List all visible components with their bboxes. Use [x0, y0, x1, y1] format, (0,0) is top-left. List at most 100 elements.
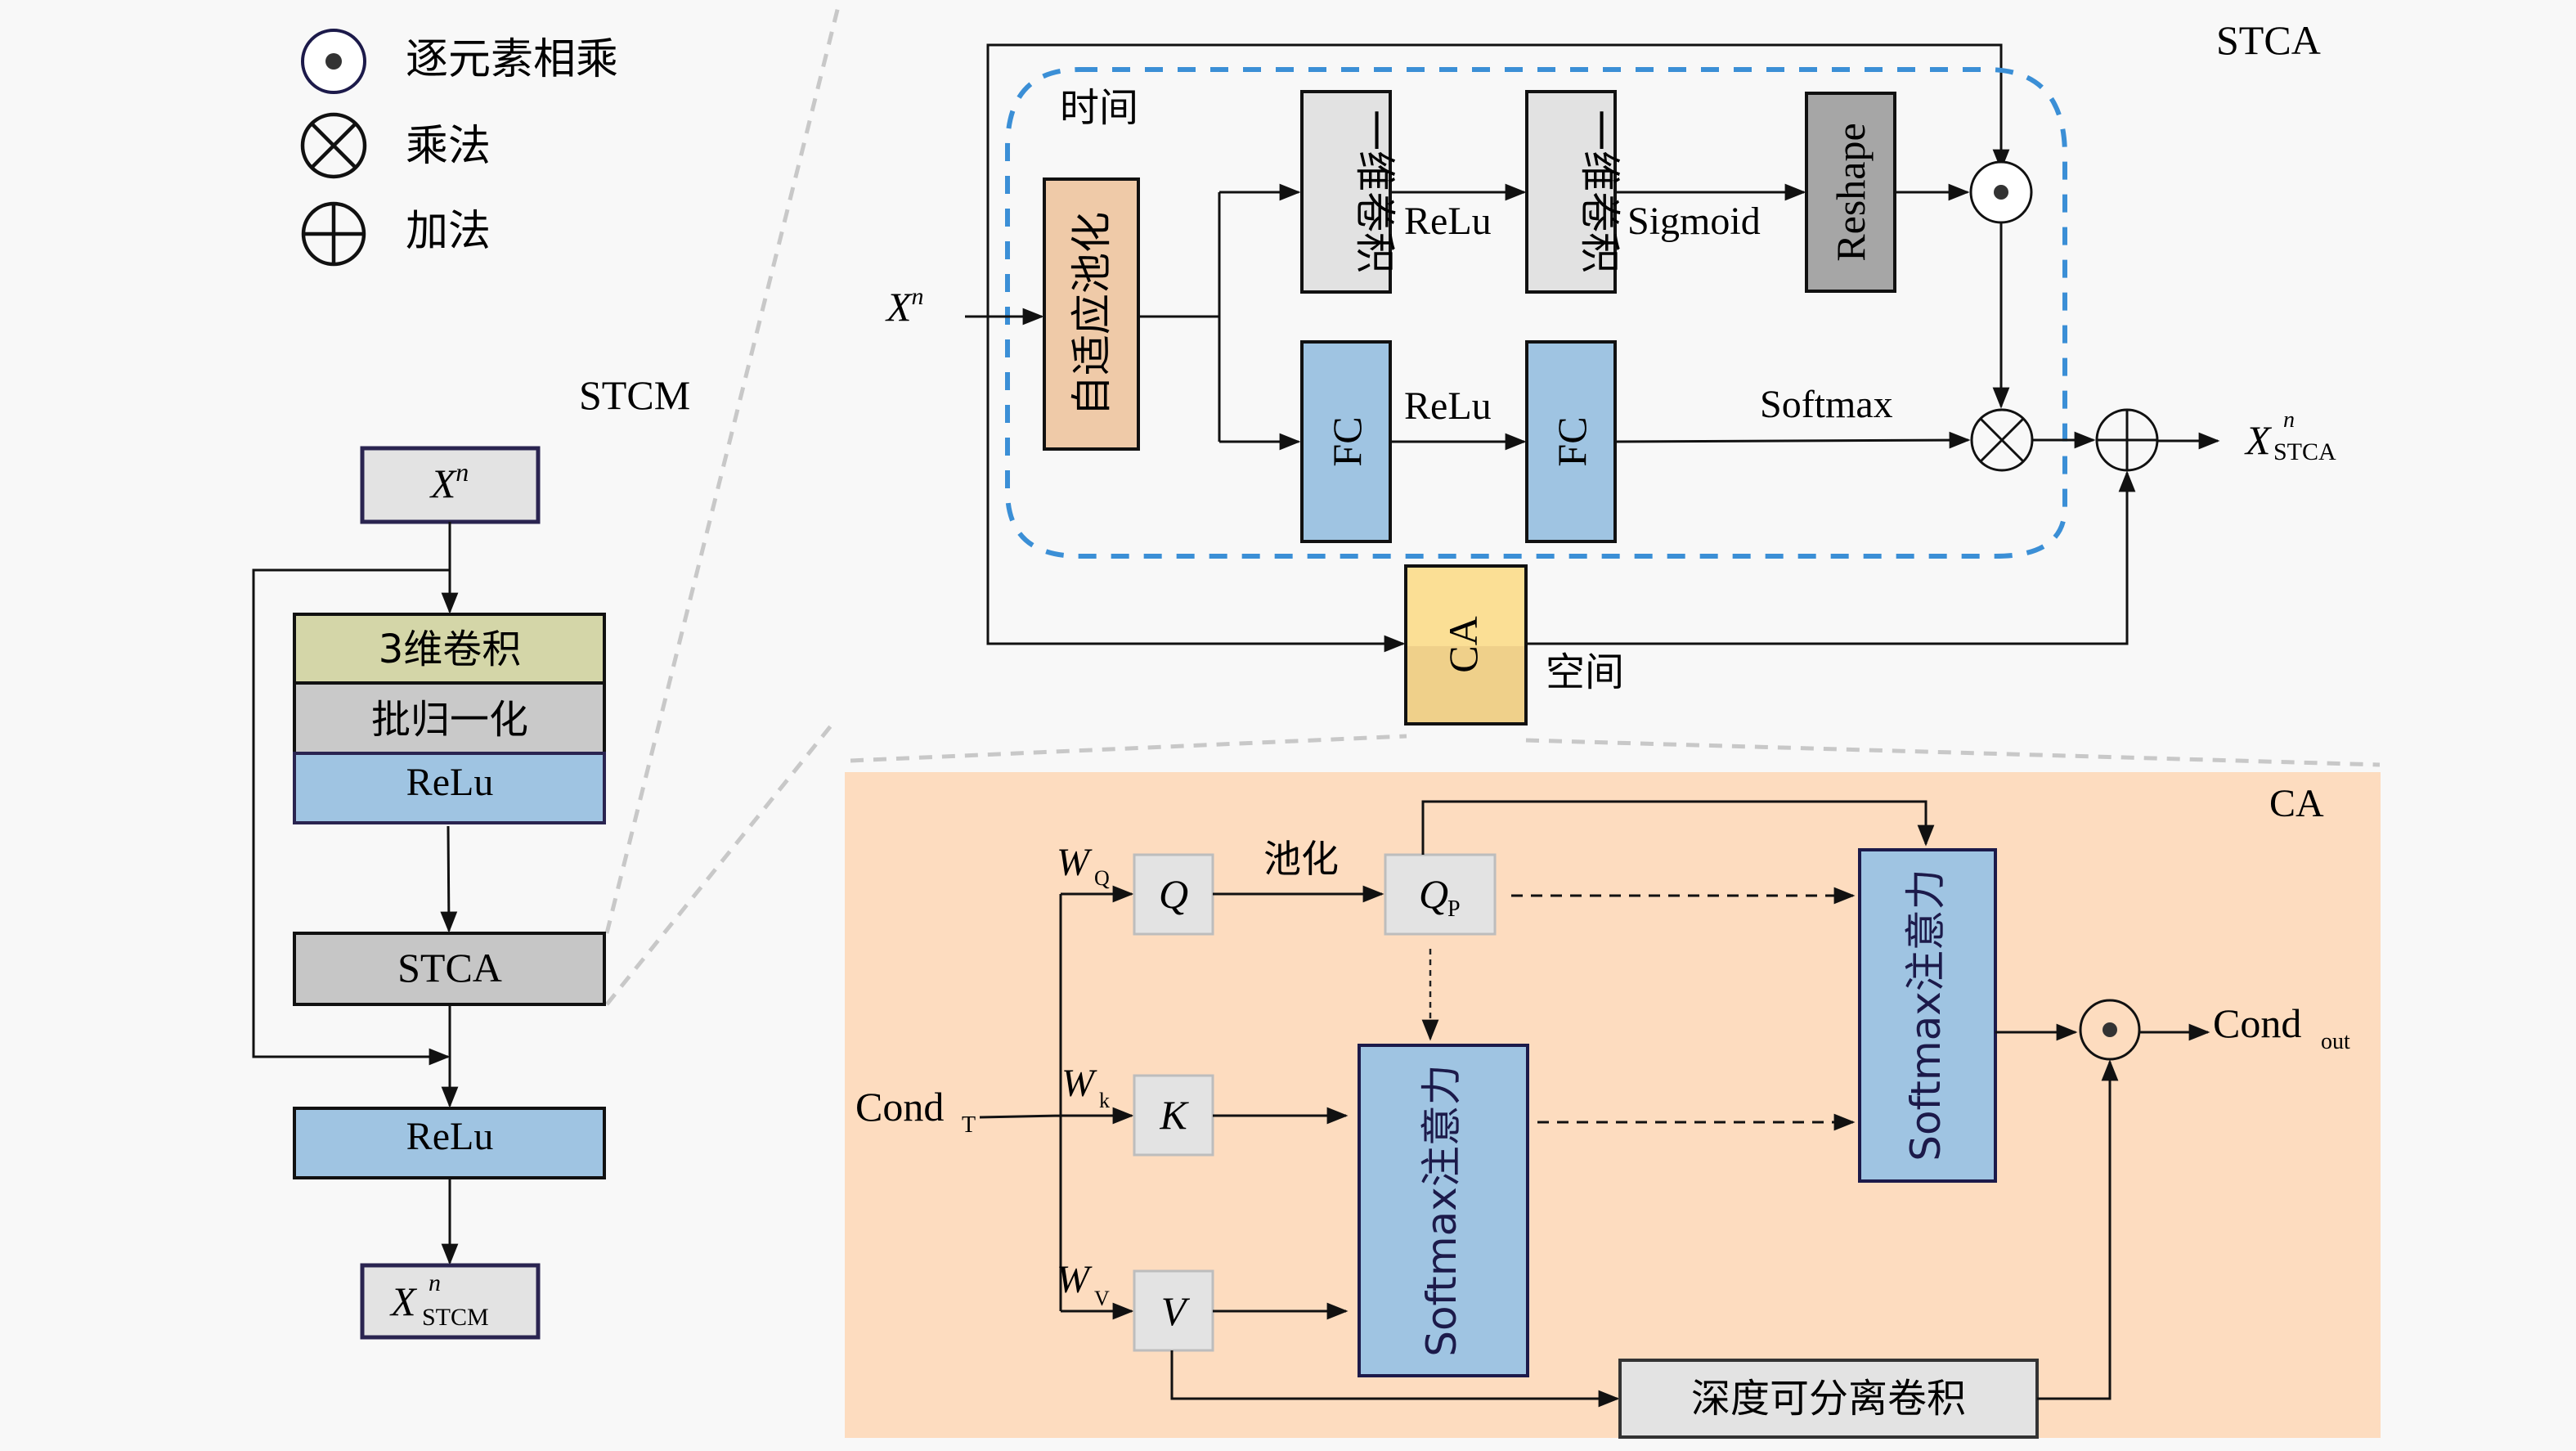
spatial-label: 空间 [1546, 649, 1624, 695]
stca-module: STCA 时间 Xn 自适应池化 一维卷积 ReLu 一维卷积 [885, 17, 2336, 726]
pool-label: 池化 [1263, 837, 1339, 881]
legend-label-otimes: 乘法 [406, 122, 491, 171]
zoom-line-upper [604, 6, 841, 934]
relu-label: ReLu [406, 761, 494, 804]
arrow-fc2-to-otimes [1614, 431, 1971, 449]
arrow-dwconv-to-odot [2037, 1059, 2119, 1400]
ca-module: CA Cond T W Q W k W V Q K [845, 772, 2381, 1439]
relu-top-label: ReLu [1404, 200, 1492, 243]
ca-input-sub: T [962, 1112, 976, 1138]
q-label: Q [1159, 871, 1188, 917]
zoom-line-horizontal [850, 734, 2381, 767]
stca-title: STCA [2216, 17, 2321, 63]
stcm-relu-box[interactable]: ReLu [293, 1107, 606, 1179]
stcm-residual-path [252, 568, 451, 1066]
ca-input-base: Cond [855, 1084, 944, 1130]
softmax-label: Softmax [1760, 383, 1893, 426]
stcm-output-box[interactable]: X n STCM [360, 1263, 541, 1340]
ca-output-label: Cond out [2213, 1000, 2350, 1054]
pool-branch-lines [1138, 192, 1221, 442]
stca-output-label: X n STCA [2244, 407, 2336, 465]
stcm-module: STCM Xn 3维卷积 批归一化 ReLu STCA ReLu [252, 372, 690, 1340]
odot-icon [301, 29, 366, 94]
stca-path-to-ca [986, 317, 1406, 653]
fc-box-2[interactable]: FC [1525, 340, 1617, 543]
k-box[interactable]: K [1133, 1074, 1214, 1157]
conv3d-label: 3维卷积 [379, 627, 522, 672]
oplus-icon [301, 201, 366, 267]
svg-text:V: V [1094, 1287, 1110, 1310]
otimes-icon [300, 112, 367, 179]
wq-label: W Q [1057, 841, 1110, 890]
svg-text:k: k [1099, 1089, 1110, 1112]
fc-label-2: FC [1549, 416, 1595, 466]
ca-box[interactable]: CA [1404, 564, 1528, 726]
svg-text:Xn: Xn [429, 457, 469, 506]
ca-panel-background [845, 772, 2381, 1438]
stcm-input-base: X [429, 460, 458, 506]
sigmoid-label: Sigmoid [1627, 200, 1761, 243]
conv1d-box-1[interactable]: 一维卷积 [1300, 90, 1398, 294]
batchnorm-label: 批归一化 [371, 697, 528, 743]
arrow-v-to-dwconv [1170, 1350, 1620, 1408]
adaptive-pool-label: 自适应池化 [1068, 212, 1115, 416]
q-box[interactable]: Q [1133, 853, 1214, 936]
conv3d-layer [293, 613, 606, 685]
conv1d-box-2[interactable]: 一维卷积 [1525, 90, 1623, 294]
qp-sub: P [1447, 896, 1461, 922]
legend-item-otimes: 乘法 [300, 112, 491, 179]
wv-label: W V [1057, 1258, 1110, 1310]
arrow-ca-to-oplus [1526, 470, 2136, 645]
svg-text:X: X [389, 1278, 418, 1324]
stca-input-base: X [885, 284, 913, 330]
softmax-attention-box-2[interactable]: Softmax注意力 [1858, 848, 1997, 1183]
legend-item-odot: 逐元素相乘 [301, 29, 618, 94]
reshape-label: Reshape [1828, 123, 1874, 261]
stca-input-sup: n [912, 283, 924, 310]
ca-odot-icon [2079, 999, 2141, 1061]
stcm-output-sup: n [429, 1269, 441, 1296]
arrow-block-to-stca [440, 825, 458, 933]
reshape-box[interactable]: Reshape [1805, 92, 1896, 293]
ca-output-base: Cond [2213, 1000, 2301, 1046]
zoom-connector-lines [604, 6, 2381, 1006]
stcm-output-base: X [389, 1278, 418, 1324]
arrow-qp-to-softmax2-top [1421, 800, 1935, 855]
wk-label: W k [1061, 1062, 1110, 1112]
softmax-attention-label-2: Softmax注意力 [1902, 869, 1950, 1161]
softmax-attention-box-1[interactable]: Softmax注意力 [1358, 1044, 1529, 1377]
stcm-relu-label: ReLu [406, 1115, 494, 1158]
qp-base: Q [1419, 871, 1448, 917]
qp-box[interactable]: Q P [1384, 853, 1497, 936]
k-label: K [1159, 1092, 1189, 1138]
fc-box-1[interactable]: FC [1300, 340, 1392, 543]
v-label: V [1161, 1288, 1191, 1334]
stca-output-sub: STCA [2273, 438, 2336, 465]
ca-title: CA [2269, 782, 2324, 825]
ca-input-label: Cond T [855, 1084, 976, 1138]
temporal-label: 时间 [1060, 85, 1138, 131]
ca-output-sub: out [2321, 1029, 2350, 1054]
stcm-title: STCM [579, 372, 690, 418]
stcm-stca-box[interactable]: STCA [293, 932, 606, 1006]
stcm-conv-block[interactable]: 3维卷积 批归一化 ReLu [293, 613, 606, 824]
svg-text:W: W [1061, 1062, 1097, 1105]
stca-output-sup: n [2283, 407, 2295, 433]
legend-label-odot: 逐元素相乘 [406, 35, 618, 84]
stcm-output-sub: STCM [422, 1304, 489, 1331]
stcm-input-box[interactable]: Xn [360, 446, 541, 524]
stca-odot-icon [1969, 160, 2033, 224]
svg-text:W: W [1057, 841, 1093, 884]
legend-item-oplus: 加法 [301, 201, 491, 267]
stcm-input-sup: n [456, 457, 469, 487]
stca-box-label: STCA [397, 945, 502, 991]
v-box[interactable]: V [1133, 1269, 1214, 1352]
relu-bottom-label: ReLu [1404, 384, 1492, 428]
dwconv-box[interactable]: 深度可分离卷积 [1618, 1359, 2039, 1439]
stca-output-base: X [2244, 417, 2273, 463]
legend: 逐元素相乘 乘法 加法 [300, 29, 618, 267]
temporal-region-outline [1005, 67, 2067, 559]
svg-text:Xn: Xn [885, 283, 924, 330]
adaptive-pool-box[interactable]: 自适应池化 [1043, 177, 1140, 451]
